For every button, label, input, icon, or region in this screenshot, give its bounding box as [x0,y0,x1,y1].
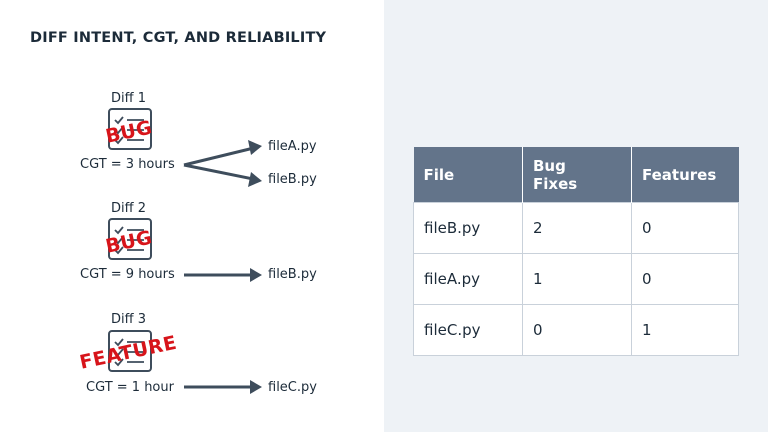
cell-bug-fixes: 1 [522,253,632,305]
table-header-row: File Bug Fixes Features [413,147,739,203]
table-row: fileB.py 2 0 [413,202,739,254]
checklist-icon [108,218,152,260]
cell-features: 0 [631,253,739,305]
diff-1-label: Diff 1 [111,91,146,106]
cell-file: fileA.py [413,253,523,305]
checklist-icon [108,108,152,150]
diagram-panel [0,0,384,432]
header-features: Features [631,147,739,203]
arrow-layer [183,140,262,394]
cell-features: 1 [631,304,739,356]
diff-3-label: Diff 3 [111,312,146,327]
arrow-diff3-to-fileC [184,380,262,394]
checklist-icon [108,330,152,372]
diff-2-file-b: fileB.py [268,267,317,282]
file-summary-table: File Bug Fixes Features fileB.py 2 0 fil… [413,147,739,356]
header-bug-fixes: Bug Fixes [522,147,632,203]
cell-bug-fixes: 2 [522,202,632,254]
cell-file: fileB.py [413,202,523,254]
diff-2-label: Diff 2 [111,201,146,216]
cell-features: 0 [631,202,739,254]
cell-bug-fixes: 0 [522,304,632,356]
diff-2-cgt: CGT = 9 hours [80,267,175,282]
diff-1-file-a: fileA.py [268,139,317,154]
arrow-diff1-to-fileB [183,163,262,187]
diff-3-cgt: CGT = 1 hour [86,380,174,395]
diff-1-cgt: CGT = 3 hours [80,157,175,172]
table-row: fileC.py 0 1 [413,304,739,356]
diff-1-file-b: fileB.py [268,172,317,187]
slide-title: DIFF INTENT, CGT, AND RELIABILITY [30,30,327,46]
header-file: File [413,147,523,203]
diff-3-file-c: fileC.py [268,380,317,395]
arrow-diff1-to-fileA [183,140,262,167]
arrow-diff2-to-fileB [184,268,262,282]
table-row: fileA.py 1 0 [413,253,739,305]
cell-file: fileC.py [413,304,523,356]
